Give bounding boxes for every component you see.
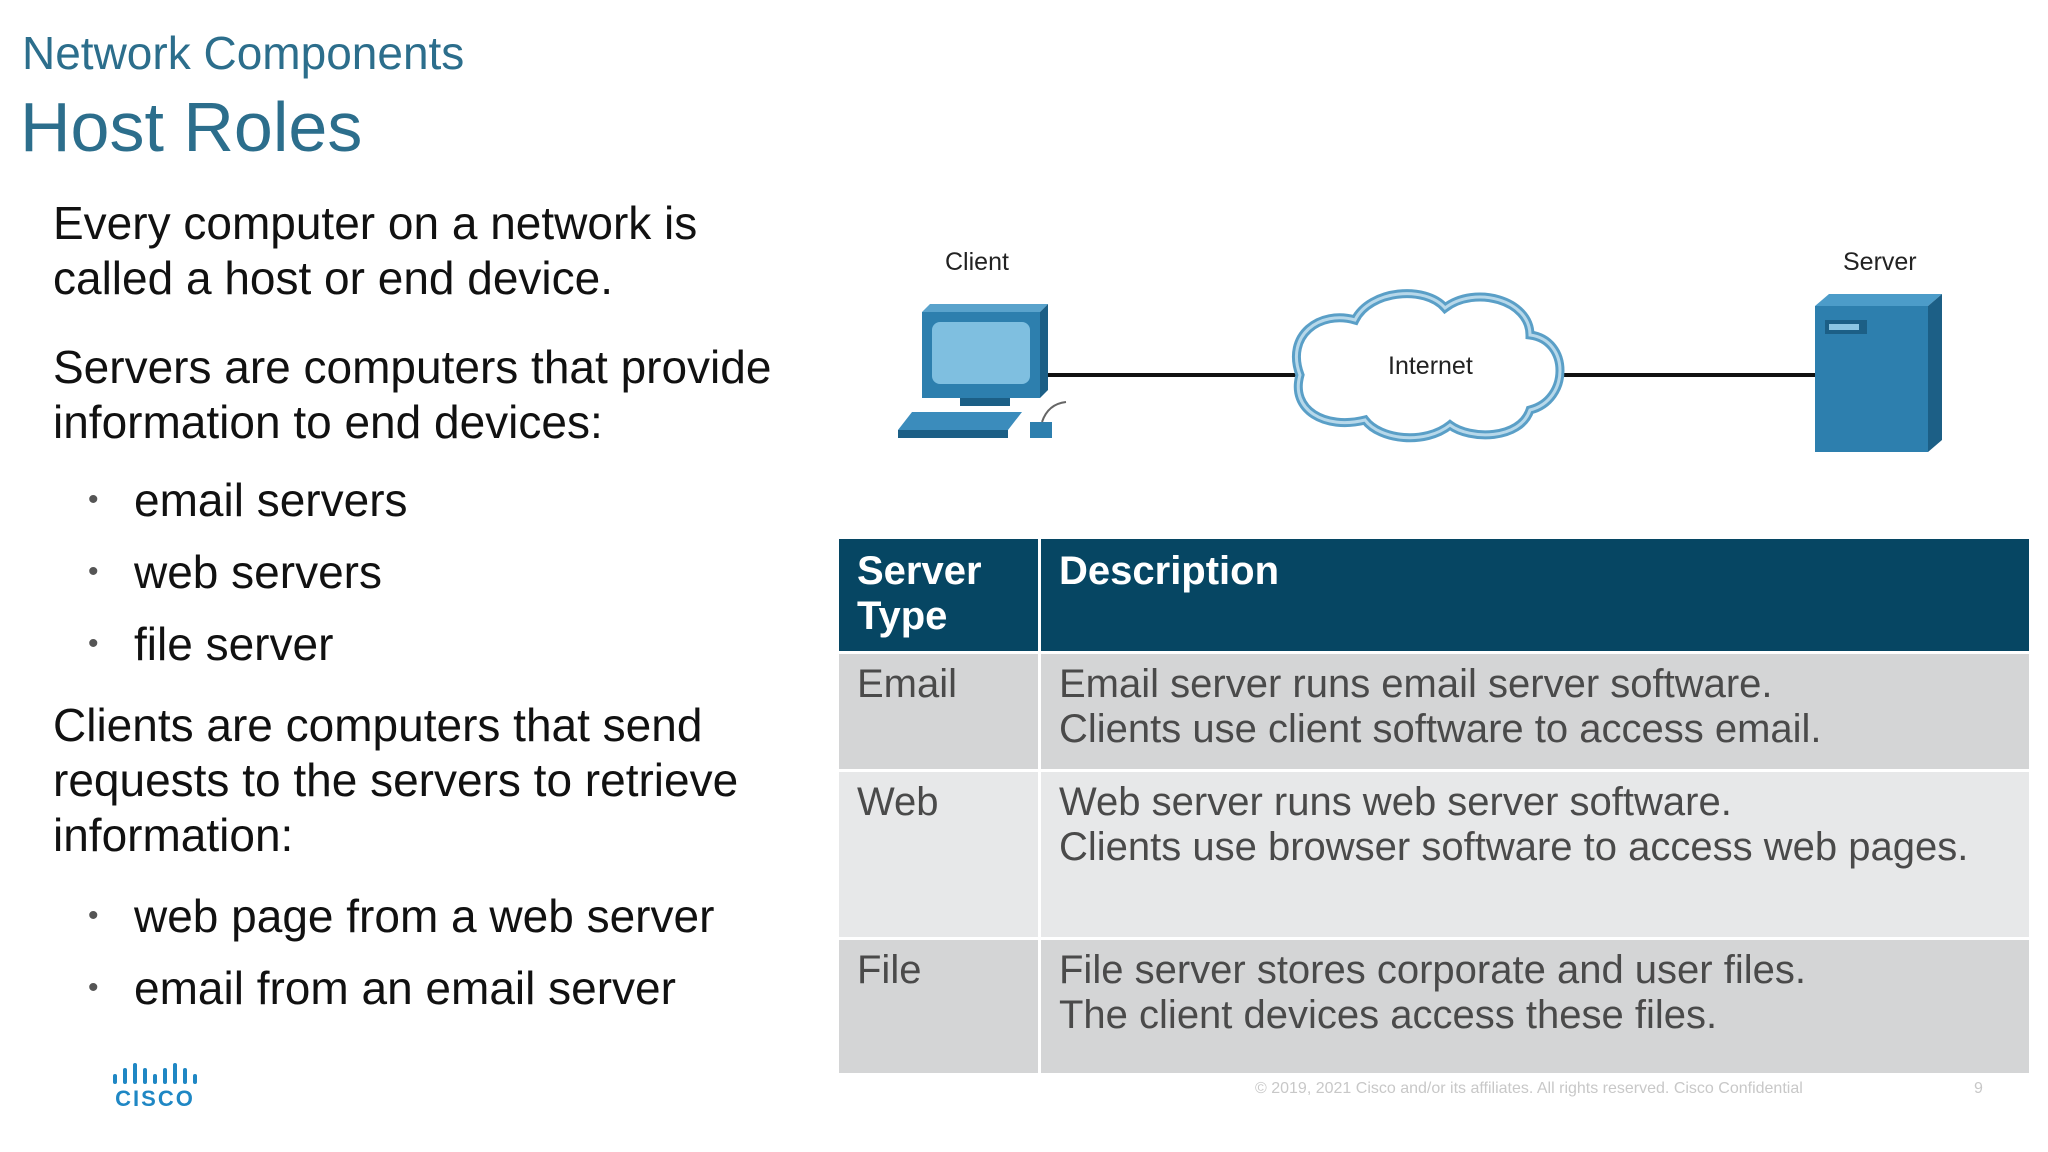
paragraph-line: Servers are computers that provide (53, 341, 772, 393)
internet-cloud-icon (1291, 289, 1565, 443)
bullet-text: web page from a web server (134, 890, 715, 942)
paragraph-line: requests to the servers to retrieve (53, 754, 739, 806)
description-line: Clients use browser software to access w… (1059, 825, 1969, 869)
paragraph-line: called a host or end device. (53, 252, 614, 304)
paragraph-line: information: (53, 809, 294, 861)
internet-label: Internet (1388, 352, 1473, 380)
cell-server-type: Email (836, 651, 1041, 772)
paragraph-line: information to end devices: (53, 396, 603, 448)
description-line: Web server runs web server software. (1059, 780, 1732, 824)
paragraph-clients: Clients are computers that send requests… (53, 698, 793, 863)
paragraph-servers: Servers are computers that provide infor… (53, 340, 793, 450)
paragraph-hosts: Every computer on a network is called a … (53, 196, 793, 306)
description-line: The client devices access these files. (1059, 993, 1718, 1037)
cell-description: File server stores corporate and user fi… (1038, 937, 2032, 1076)
cell-description: Web server runs web server software. Cli… (1038, 769, 2032, 940)
cisco-logo: CISCO (110, 1062, 200, 1111)
server-label: Server (1843, 248, 1917, 276)
client-label: Client (945, 248, 1009, 276)
server-tower-icon (1815, 294, 1942, 452)
diagram-drawing (898, 289, 1942, 452)
bullet-icon: • (88, 971, 99, 1004)
client-bullet-list: • web page from a web server • email from … (53, 880, 793, 1024)
page-number: 9 (1974, 1080, 1983, 1097)
list-item: • email servers (53, 464, 793, 536)
bullet-icon: • (88, 899, 99, 932)
server-bullet-list: • email servers • web servers • file server (53, 464, 793, 680)
table-row: Web Web server runs web server software.… (836, 769, 2032, 940)
description-line: File server stores corporate and user fi… (1059, 948, 1806, 992)
cell-description: Email server runs email server software.… (1038, 651, 2032, 772)
description-line: Clients use client software to access em… (1059, 707, 1822, 751)
client-computer-icon (898, 304, 1067, 438)
paragraph-line: Every computer on a network is (53, 197, 698, 249)
list-item: • web page from a web server (53, 880, 793, 952)
description-line: Email server runs email server software. (1059, 662, 1773, 706)
bullet-icon: • (88, 627, 99, 660)
slide-subtitle: Network Components (22, 27, 465, 79)
cell-server-type: File (836, 937, 1041, 1076)
bullet-icon: • (88, 555, 99, 588)
cisco-bridge-icon (113, 1063, 197, 1084)
list-item: • email from an email server (53, 952, 793, 1024)
cell-server-type: Web (836, 769, 1041, 940)
bullet-text: file server (134, 618, 334, 670)
list-item: • web servers (53, 536, 793, 608)
table-row: Email Email server runs email server sof… (836, 651, 2032, 772)
list-item: • file server (53, 608, 793, 680)
table-row: File File server stores corporate and us… (836, 937, 2032, 1076)
network-diagram: Client Server (880, 240, 1960, 470)
table-header-row: Server Type Description (836, 536, 2032, 654)
bullet-text: email from an email server (134, 962, 676, 1014)
copyright-text: © 2019, 2021 Cisco and/or its affiliates… (1255, 1080, 1803, 1097)
server-type-table: Server Type Description Email Email serv… (836, 536, 2032, 1076)
slide-title: Host Roles (20, 88, 363, 166)
header-server-type: Server Type (836, 536, 1041, 654)
paragraph-line: Clients are computers that send (53, 699, 703, 751)
cisco-logo-text: CISCO (115, 1086, 195, 1111)
bullet-text: web servers (134, 546, 382, 598)
bullet-text: email servers (134, 474, 408, 526)
bullet-icon: • (88, 483, 99, 516)
header-description: Description (1038, 536, 2032, 654)
